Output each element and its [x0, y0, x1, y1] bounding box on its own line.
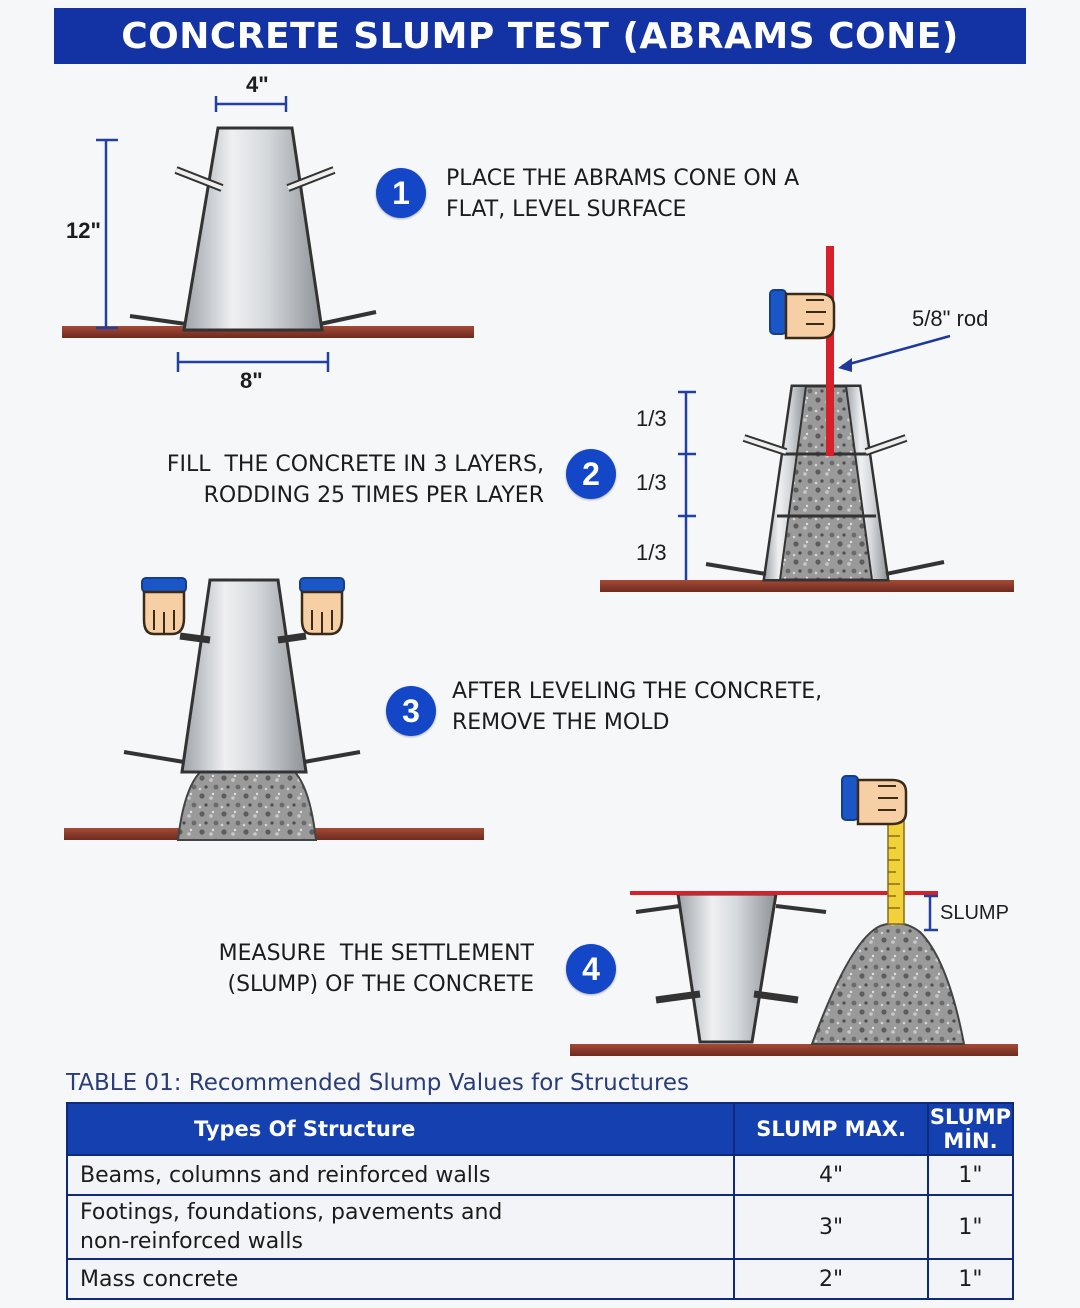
concrete-pile-icon — [176, 763, 318, 841]
column-header-max: SLUMP MAX. — [733, 1102, 929, 1156]
cell-slump-min: 1" — [926, 1154, 1015, 1196]
table-row: Mass concrete 2" 1" — [65, 1258, 1015, 1300]
base-plate — [62, 326, 474, 338]
concrete-pile-icon — [810, 922, 966, 1045]
step1-text: PLACE THE ABRAMS CONE ON A FLAT, LEVEL S… — [446, 163, 799, 225]
foot-rest — [303, 750, 361, 764]
abrams-cone-icon — [180, 578, 308, 774]
step-badge-1: 1 — [376, 168, 426, 218]
cell-slump-max: 2" — [733, 1258, 929, 1300]
cell-slump-max: 3" — [733, 1194, 929, 1260]
step3-line2: REMOVE THE MOLD — [452, 710, 670, 735]
foot-rest — [123, 750, 185, 764]
cell-structure-type-line2: non-reinforced walls — [80, 1229, 303, 1254]
dimension-height-label: 12" — [66, 218, 101, 243]
layer-scale — [678, 390, 696, 580]
step4-line1: MEASURE THE SETTLEMENT — [218, 941, 534, 966]
step-badge-4: 4 — [566, 944, 616, 994]
foot-rest — [775, 904, 827, 914]
slump-label: SLUMP — [940, 902, 1009, 924]
cell-structure-type: Beams, columns and reinforced walls — [65, 1154, 736, 1196]
title-bar: CONCRETE SLUMP TEST (ABRAMS CONE) — [54, 8, 1026, 64]
table-row: Beams, columns and reinforced walls 4" 1… — [65, 1154, 1015, 1196]
column-header-min: SLUMP MİN. — [926, 1102, 1015, 1156]
rod-pointer — [841, 334, 951, 368]
dimension-top — [214, 96, 288, 112]
foot-rest — [705, 562, 767, 576]
cell-slump-max: 4" — [733, 1154, 929, 1196]
step-badge-2: 2 — [566, 449, 616, 499]
step2-line2: RODDING 25 TIMES PER LAYER — [203, 483, 544, 508]
tamping-rod-icon — [826, 246, 834, 456]
slump-bracket — [924, 894, 938, 932]
dimension-height — [96, 138, 118, 330]
page-title: CONCRETE SLUMP TEST (ABRAMS CONE) — [121, 15, 959, 57]
step3-text: AFTER LEVELING THE CONCRETE, REMOVE THE … — [452, 676, 822, 738]
ruler-icon — [887, 811, 905, 925]
cell-structure-type: Mass concrete — [65, 1258, 736, 1300]
step1-illustration — [62, 96, 474, 372]
hand-icon — [140, 576, 188, 636]
foot-rest — [129, 314, 187, 326]
cell-slump-min: 1" — [926, 1194, 1015, 1260]
step2-text: FILL THE CONCRETE IN 3 LAYERS, RODDING 2… — [130, 449, 544, 511]
step4-line2: (SLUMP) OF THE CONCRETE — [227, 972, 535, 997]
cell-structure-type-line1: Footings, foundations, pavements and — [80, 1200, 503, 1225]
hand-icon — [840, 774, 908, 826]
layer-label-bottom: 1/3 — [636, 540, 667, 565]
foot-rest — [319, 310, 377, 326]
step-badge-3: 3 — [386, 686, 436, 736]
column-header-type: Types Of Structure — [65, 1102, 736, 1156]
base-plate — [600, 580, 1014, 592]
abrams-cone-icon — [676, 892, 778, 1044]
cell-structure-type: Footings, foundations, pavements and non… — [65, 1194, 736, 1260]
step3-line1: AFTER LEVELING THE CONCRETE, — [452, 679, 823, 704]
abrams-cone-icon — [182, 126, 324, 332]
step4-text: MEASURE THE SETTLEMENT (SLUMP) OF THE CO… — [120, 938, 534, 1000]
hand-icon — [298, 576, 346, 636]
step2-line1: FILL THE CONCRETE IN 3 LAYERS, — [166, 452, 544, 477]
step1-line1: PLACE THE ABRAMS CONE ON A — [446, 166, 800, 191]
slump-table: Types Of Structure SLUMP MAX. SLUMP MİN.… — [65, 1102, 1015, 1300]
table-row: Footings, foundations, pavements and non… — [65, 1194, 1015, 1260]
table-header-row: Types Of Structure SLUMP MAX. SLUMP MİN. — [65, 1102, 1015, 1156]
base-plate — [570, 1044, 1018, 1056]
hand-icon — [768, 288, 836, 340]
table-caption: TABLE 01: Recommended Slump Values for S… — [66, 1070, 690, 1096]
foot-rest — [885, 560, 945, 576]
foot-rest — [635, 904, 681, 914]
dimension-top-label: 4" — [246, 72, 269, 97]
dimension-bottom — [176, 352, 330, 372]
step2-illustration — [600, 246, 1014, 592]
cell-slump-min: 1" — [926, 1258, 1015, 1300]
layer-label-top: 1/3 — [636, 406, 667, 431]
step3-illustration — [64, 576, 484, 841]
step4-illustration — [570, 774, 1018, 1056]
layer-label-middle: 1/3 — [636, 470, 667, 495]
rod-label: 5/8" rod — [912, 306, 989, 331]
dimension-bottom-label: 8" — [240, 368, 263, 393]
step1-line2: FLAT, LEVEL SURFACE — [446, 197, 687, 222]
